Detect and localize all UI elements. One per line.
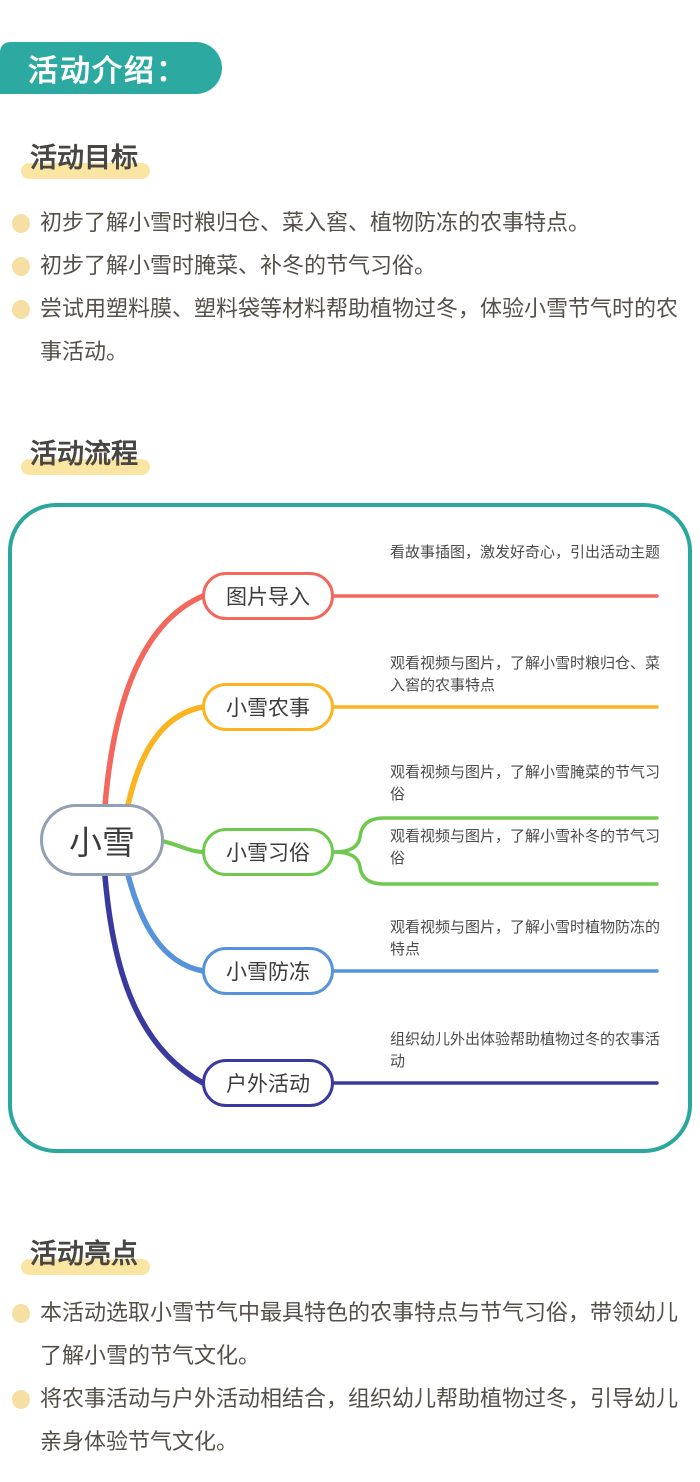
goals-section-heading: 活动目标	[21, 142, 150, 179]
mindmap-desc: 观看视频与图片，了解小雪补冬的节气习俗	[390, 827, 661, 867]
mindmap-root-node: 小雪	[40, 804, 164, 876]
mindmap-desc: 组织幼儿外出体验帮助植物过冬的农事活动	[390, 1030, 661, 1070]
branch-curve-5	[102, 873, 206, 1086]
branch-curve-2	[125, 704, 206, 808]
heading-highlight-bar	[21, 1259, 150, 1275]
mindmap-desc: 观看视频与图片，了解小雪时植物防冻的特点	[390, 918, 661, 958]
bullet-dot-icon	[12, 300, 30, 319]
list-item: 将农事活动与户外活动相结合，组织幼儿帮助植物过冬，引导幼儿亲身体验节气文化。	[12, 1378, 688, 1464]
mindmap-container: 小雪 图片导入 小雪农事 小雪习俗 小雪防冻 户外活动 看故事插图，激发好奇心，…	[8, 503, 692, 1153]
mindmap-connectors	[102, 593, 659, 1086]
bullet-dot-icon	[12, 257, 30, 276]
list-item: 尝试用塑料膜、塑料袋等材料帮助植物过冬，体验小雪节气时的农事活动。	[12, 288, 688, 374]
list-item: 本活动选取小雪节气中最具特色的农事特点与节气习俗，带领幼儿了解小雪的节气文化。	[12, 1292, 688, 1378]
flow-section-heading: 活动流程	[21, 438, 150, 475]
mindmap-node-customs: 小雪习俗	[202, 828, 334, 876]
bullet-dot-icon	[12, 1304, 30, 1323]
branch-curve-3	[160, 839, 205, 854]
branch-curve-1	[102, 593, 206, 809]
page-title: 活动介绍：	[28, 54, 188, 89]
mindmap-node-outdoor: 户外活动	[202, 1059, 334, 1107]
desc-underline-3b	[332, 850, 659, 886]
desc-underline-3a	[332, 816, 659, 854]
branch-curve-4	[125, 872, 206, 974]
highlights-section-heading: 活动亮点	[21, 1238, 150, 1275]
mindmap-node-farming: 小雪农事	[202, 683, 334, 731]
list-item: 初步了解小雪时粮归仓、菜入窖、植物防冻的农事特点。	[12, 202, 688, 245]
mindmap-node-frost-protection: 小雪防冻	[202, 947, 334, 995]
mindmap-node-picture-intro: 图片导入	[202, 572, 334, 620]
mindmap-desc: 观看视频与图片，了解小雪时粮归仓、菜入窖的农事特点	[390, 654, 661, 694]
list-item: 初步了解小雪时腌菜、补冬的节气习俗。	[12, 245, 688, 288]
page-title-badge: 活动介绍：	[0, 42, 222, 94]
heading-highlight-bar	[21, 163, 150, 179]
bullet-dot-icon	[12, 214, 30, 233]
heading-highlight-bar	[21, 459, 150, 475]
bullet-dot-icon	[12, 1390, 30, 1409]
highlights-bullet-list: 本活动选取小雪节气中最具特色的农事特点与节气习俗，带领幼儿了解小雪的节气文化。 …	[12, 1292, 688, 1464]
mindmap-desc: 观看视频与图片，了解小雪腌菜的节气习俗	[390, 763, 661, 803]
mindmap-desc: 看故事插图，激发好奇心，引出活动主题	[390, 543, 661, 561]
goals-bullet-list: 初步了解小雪时粮归仓、菜入窖、植物防冻的农事特点。 初步了解小雪时腌菜、补冬的节…	[12, 202, 688, 374]
